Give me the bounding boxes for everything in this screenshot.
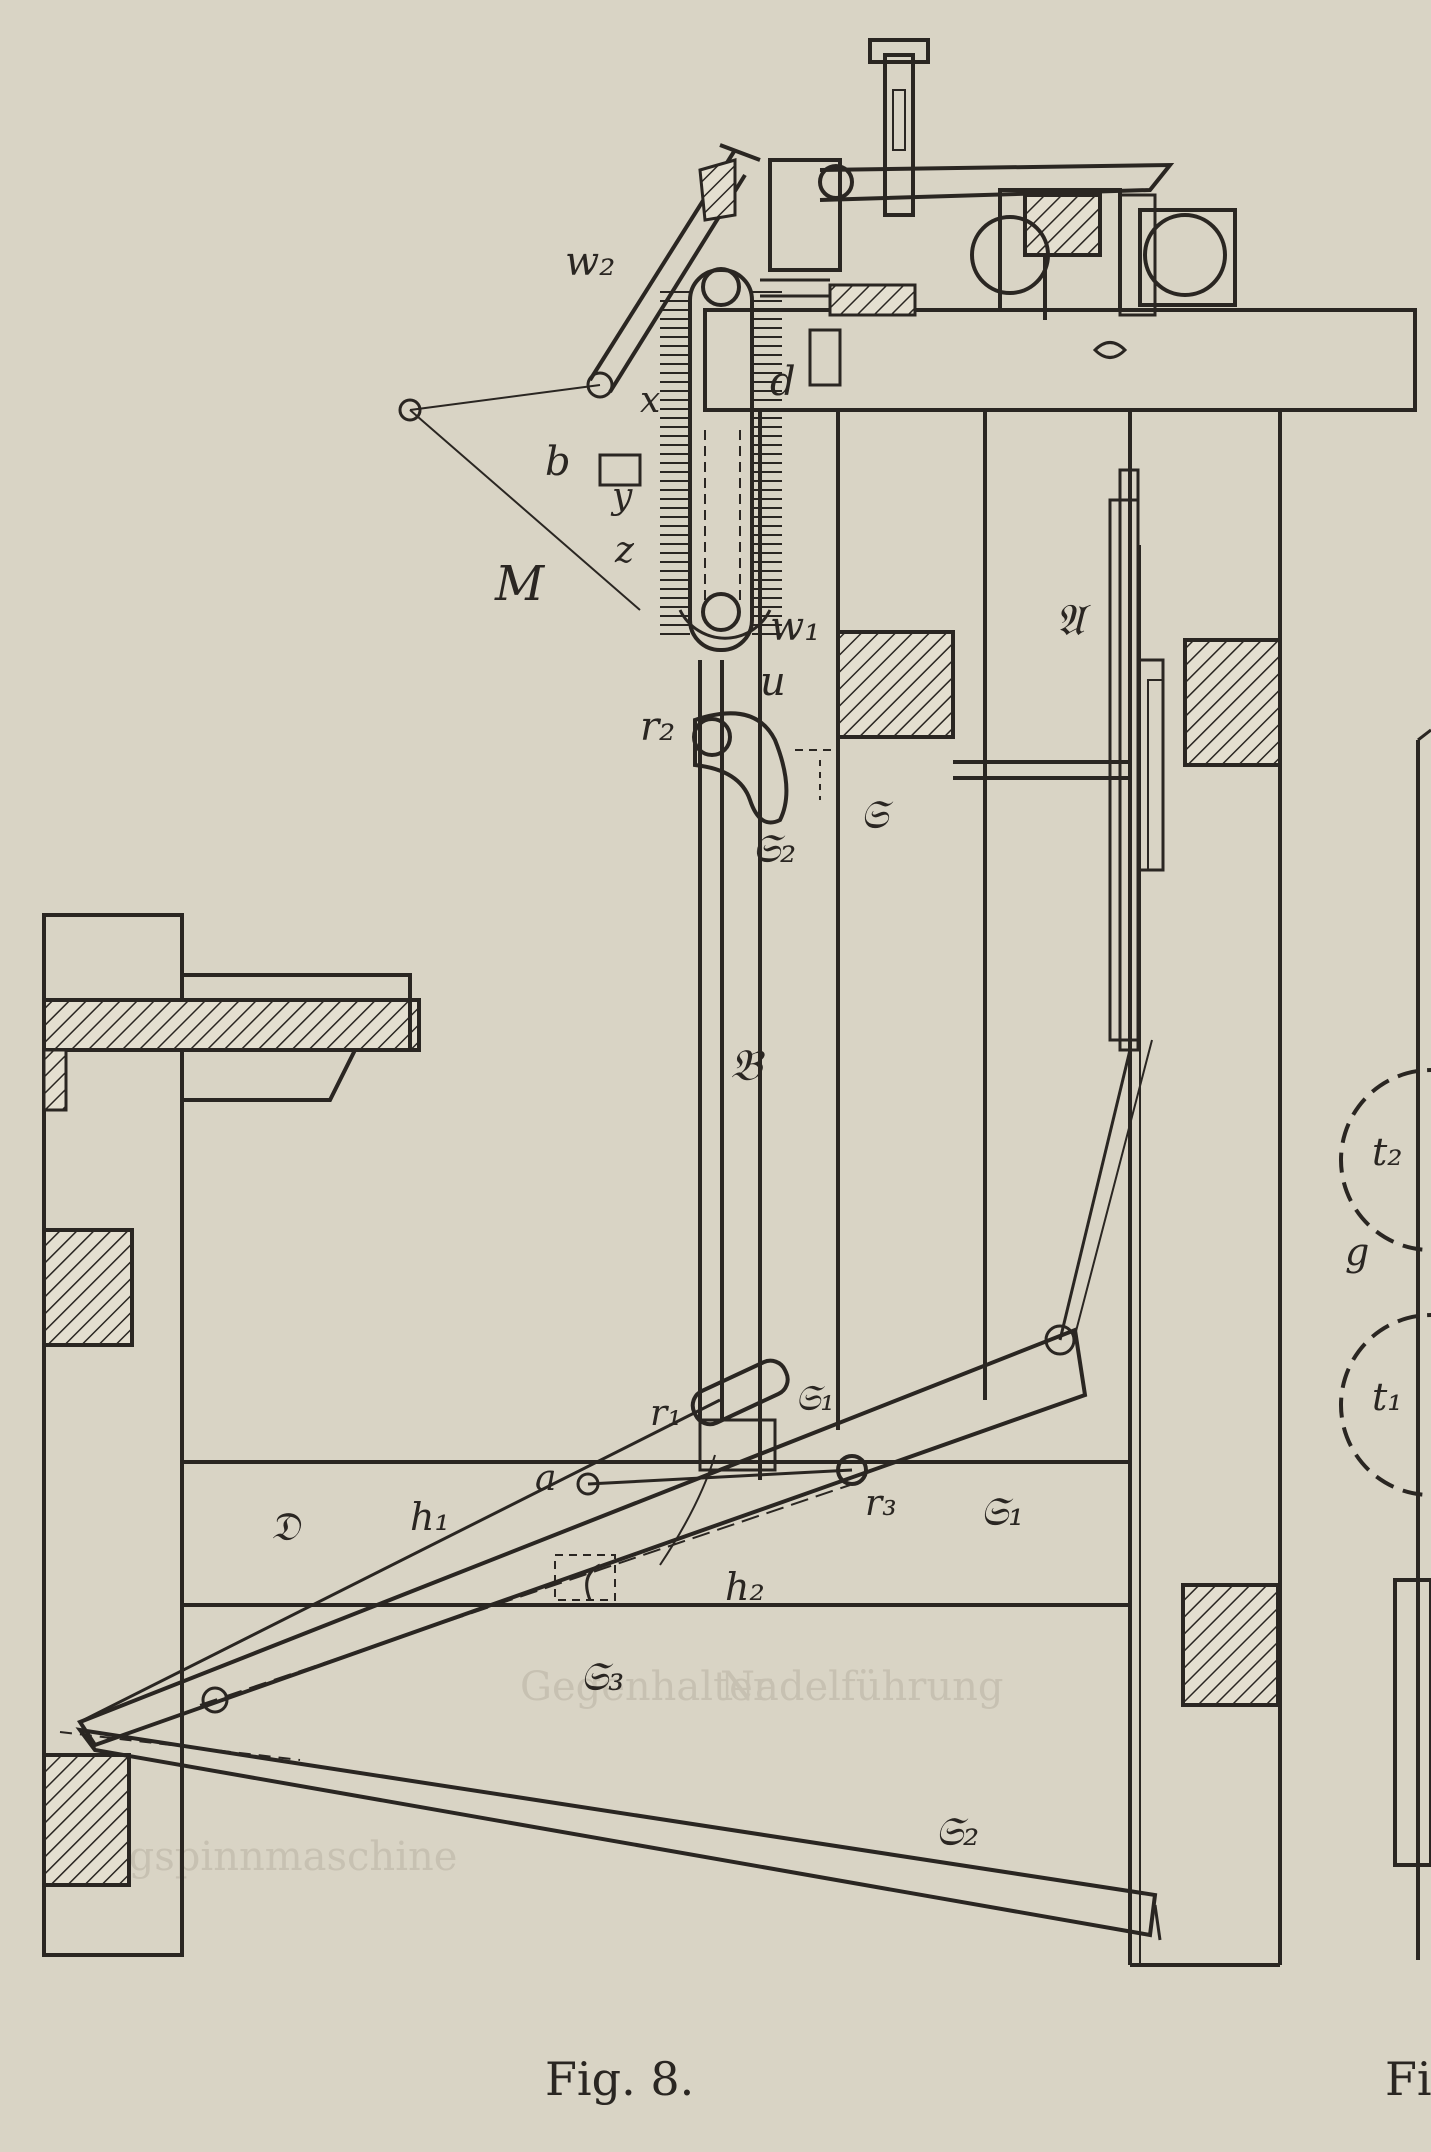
- label-r2: r₂: [640, 704, 675, 750]
- figure-caption-partial: Fi: [1385, 2052, 1431, 2106]
- label-u: u: [760, 659, 786, 705]
- label-h2: h₂: [725, 1565, 765, 1609]
- figure-labels: w₂ d x b y z M w₁ u r₂ 𝔖₂ 𝔖 𝔄 𝔅 r₁ 𝔖₁ a …: [270, 239, 1403, 1855]
- label-B: 𝔅: [730, 1040, 766, 1091]
- label-z: z: [614, 530, 635, 571]
- figure-caption: Fig. 8.: [545, 2052, 694, 2106]
- top-drive-mechanism: [760, 38, 1237, 387]
- cam-r2: [692, 711, 838, 825]
- spindle-column: [883, 53, 915, 217]
- link-h1-b: [587, 1468, 853, 1486]
- link-h1: [79, 1398, 721, 1724]
- label-H2-upper: 𝔖₂: [752, 826, 796, 872]
- label-H3: 𝔖₃: [580, 1654, 624, 1700]
- pull-rod: [1058, 1049, 1132, 1341]
- tension-rope: [398, 384, 642, 611]
- left-post-block-lower: [42, 1753, 131, 1887]
- upper-arm-assembly: [586, 143, 761, 399]
- label-h1: h₁: [410, 1495, 450, 1539]
- label-g: g: [1345, 1230, 1369, 1274]
- bleed-text-3: Nadelführung: [720, 1664, 1004, 1710]
- main-frame: [703, 308, 1417, 1967]
- needle-chain-assembly: [660, 267, 782, 652]
- spindle-thread: [892, 89, 906, 151]
- label-x: x: [640, 380, 660, 421]
- label-d: d: [770, 359, 796, 405]
- label-a: a: [535, 1458, 556, 1499]
- label-r3: r₃: [865, 1483, 897, 1524]
- lower-wheel-arc: [678, 609, 772, 640]
- adjacent-figure-partial: [1339, 728, 1431, 1960]
- left-bracket: [42, 1048, 68, 1112]
- slot-bracket-r1: [690, 1358, 790, 1427]
- main-lever: [819, 162, 1175, 202]
- label-w2: w₂: [565, 239, 615, 285]
- pulley-right: [1143, 213, 1227, 297]
- upper-sprocket: [701, 267, 741, 307]
- pulley-left: [970, 215, 1050, 295]
- label-H2-lower: 𝔖₂: [935, 1809, 979, 1855]
- lower-sprocket: [701, 592, 741, 632]
- frame-block-right: [1183, 638, 1282, 767]
- label-H1-bracket: 𝔖₁: [795, 1378, 835, 1419]
- left-post-block-upper: [42, 1228, 134, 1347]
- frame-block-middle: [836, 630, 955, 739]
- left-post: [42, 913, 184, 1957]
- left-shelf-bracket: [42, 998, 421, 1052]
- label-w1: w₁: [770, 604, 820, 650]
- label-r1: r₁: [650, 1393, 682, 1434]
- chain-comb-right: [752, 290, 782, 640]
- label-y: y: [610, 476, 633, 517]
- brush-head: [698, 158, 737, 222]
- cross-rails: [182, 1460, 1130, 1607]
- label-D: 𝔇: [270, 1504, 302, 1550]
- gear-t1: [1339, 1313, 1431, 1497]
- needle-slide-bar: [698, 660, 724, 1420]
- left-frame: [42, 913, 421, 1957]
- lever-system: [59, 1039, 1162, 1941]
- chain-comb-left: [660, 290, 690, 640]
- left-shelf-lower: [180, 1049, 357, 1102]
- spindle-cap: [868, 38, 930, 64]
- lever-dashed-center: [199, 1484, 851, 1706]
- label-t1: t₁: [1372, 1375, 1403, 1419]
- main-pedal-lever: [76, 1327, 1088, 1748]
- lower-lever-H2: [75, 1727, 1158, 1938]
- gear-t2: [1339, 1068, 1431, 1252]
- top-bar-hatched: [828, 283, 917, 317]
- label-t2: t₂: [1372, 1130, 1403, 1174]
- top-block-hatched: [1023, 193, 1102, 257]
- left-shelf-top: [180, 973, 412, 1050]
- label-b: b: [545, 439, 571, 485]
- label-H1-lever: 𝔖₁: [980, 1489, 1024, 1535]
- bleed-text-1: Gegenhalter: [520, 1664, 773, 1710]
- label-M: M: [494, 556, 546, 612]
- frame-block-lower-right: [1181, 1583, 1280, 1707]
